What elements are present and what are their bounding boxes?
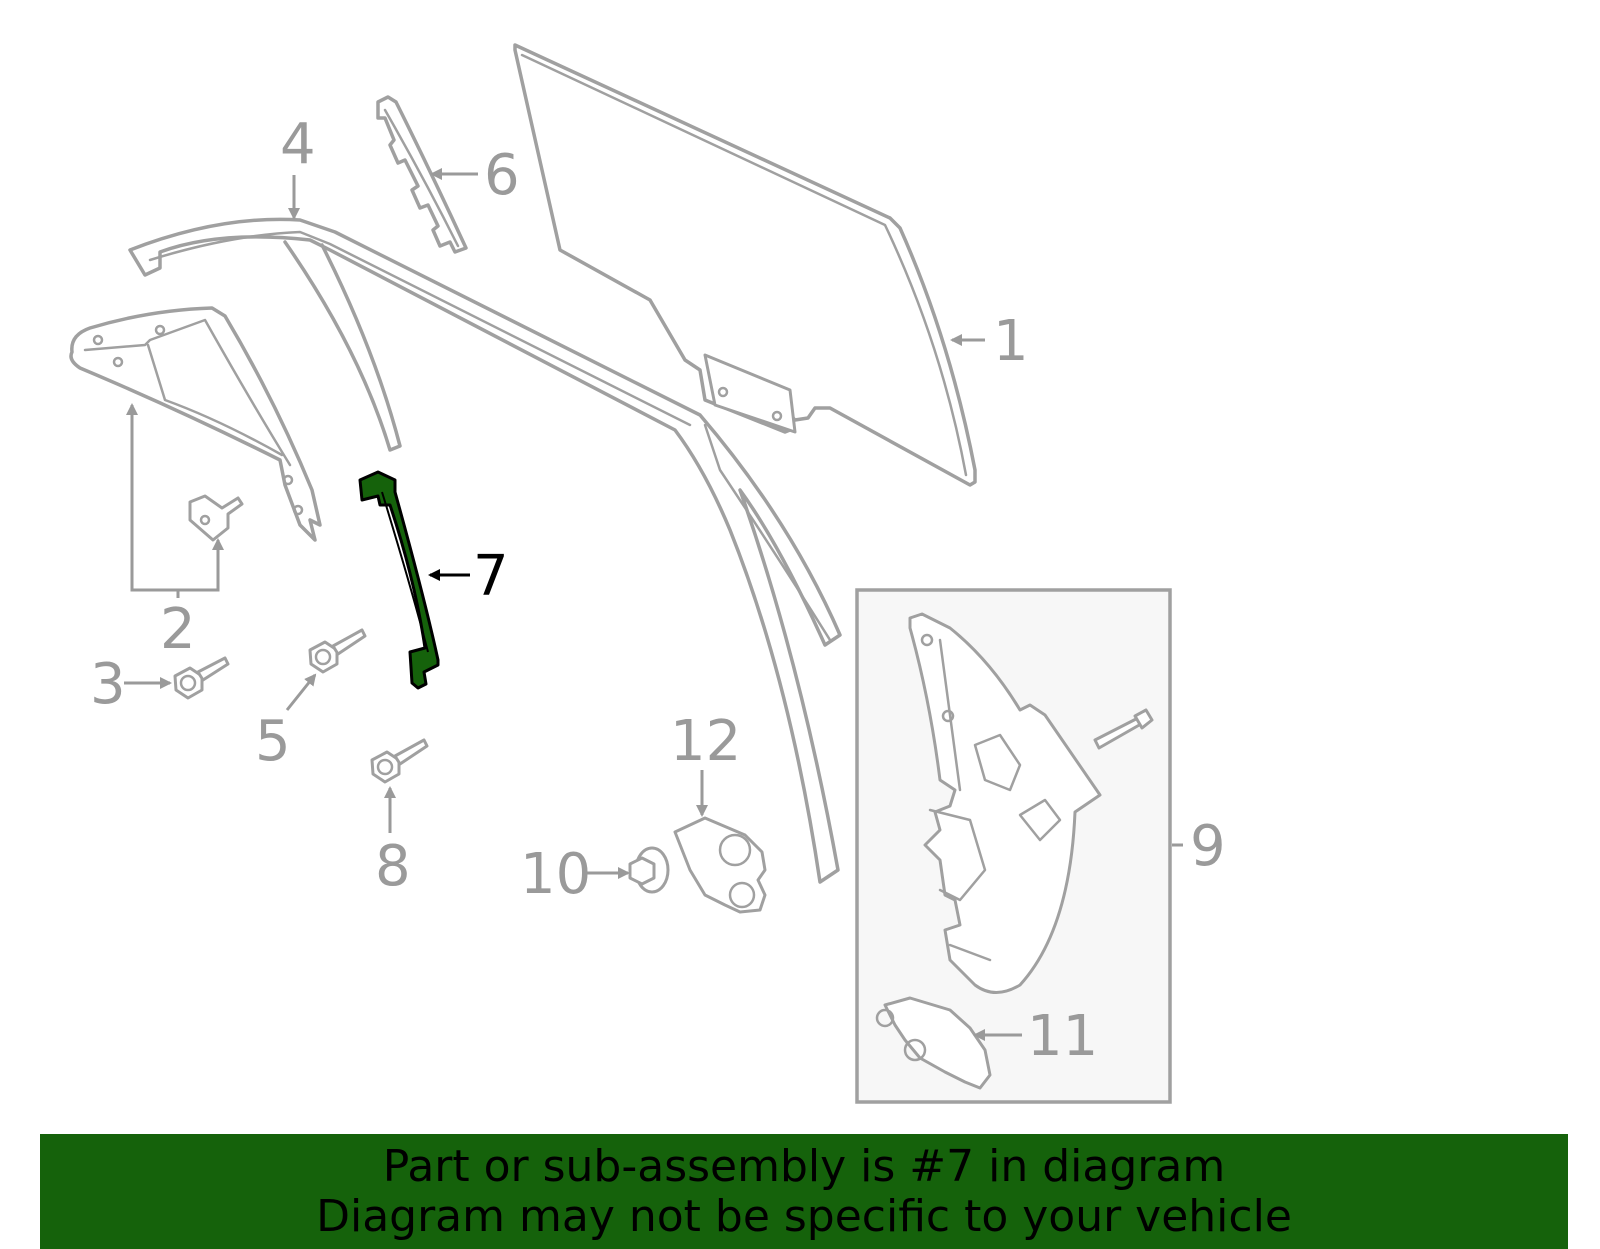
front-guide-part-highlighted <box>358 470 440 690</box>
quarter-glass-part <box>69 306 322 542</box>
run-channel-part <box>128 217 842 884</box>
callout-10: 10 <box>520 842 591 907</box>
door-glass-part <box>513 43 977 487</box>
callout-7: 7 <box>473 544 509 609</box>
bolt-3 <box>173 656 230 700</box>
callout-5: 5 <box>255 709 291 774</box>
part-info-banner: Part or sub-assembly is #7 in diagram Di… <box>40 1134 1568 1249</box>
nut-10 <box>628 846 670 894</box>
bolt-5 <box>308 628 367 674</box>
callout-leaders <box>124 168 1183 1041</box>
callout-1: 1 <box>993 309 1029 374</box>
callout-2: 2 <box>160 597 196 662</box>
callout-8: 8 <box>375 834 411 899</box>
motor-part-11 <box>875 996 992 1090</box>
callout-12: 12 <box>670 709 741 774</box>
callout-3: 3 <box>90 652 126 717</box>
parts-diagram: 1 2 3 4 5 6 7 8 9 10 11 12 <box>69 43 1226 1104</box>
banner-line-1: Part or sub-assembly is #7 in diagram <box>382 1140 1226 1192</box>
rear-guide-part <box>376 95 468 254</box>
quarter-glass-clip <box>188 494 244 542</box>
motor-part-12 <box>673 816 767 914</box>
banner-line-2: Diagram may not be specific to your vehi… <box>316 1190 1292 1242</box>
bolt-8 <box>370 738 429 784</box>
callout-4: 4 <box>280 112 316 177</box>
callout-9: 9 <box>1190 814 1226 879</box>
callout-11: 11 <box>1027 1004 1098 1069</box>
callout-6: 6 <box>484 143 520 208</box>
